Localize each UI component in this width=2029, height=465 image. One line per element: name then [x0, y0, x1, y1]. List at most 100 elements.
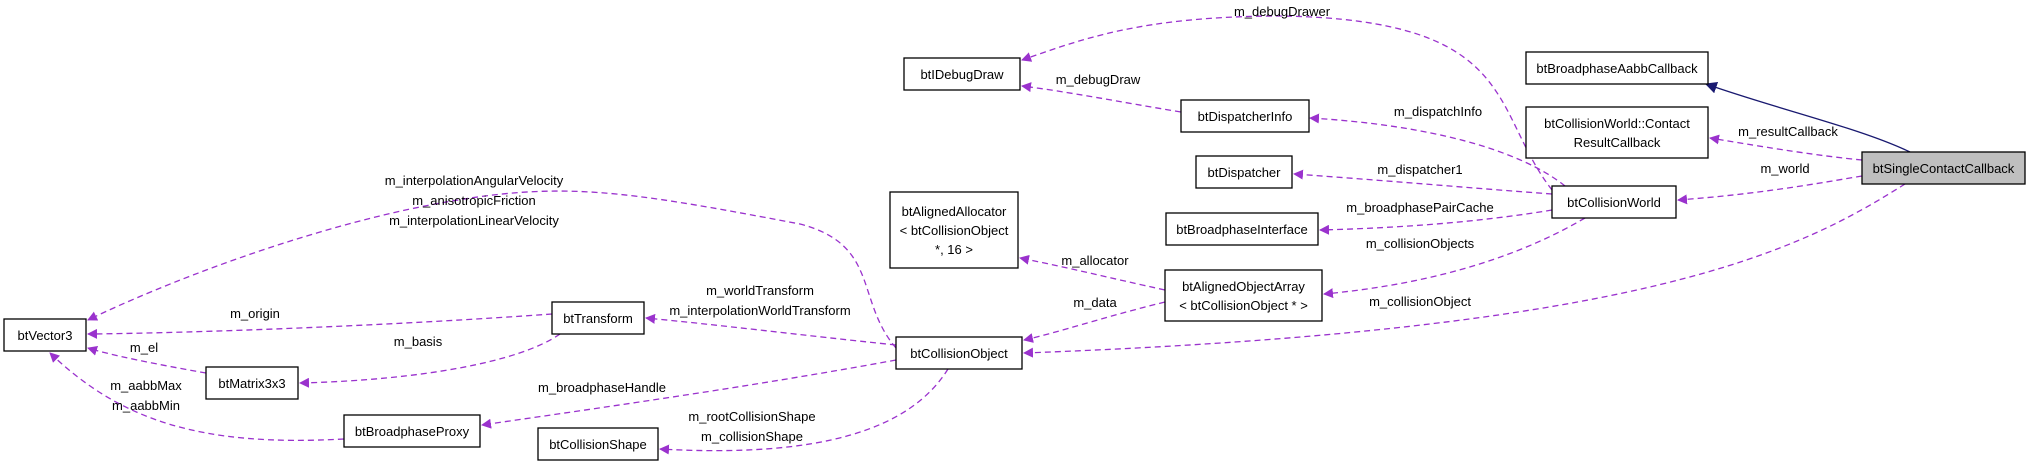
edge-result-callback	[1709, 134, 1863, 161]
edge-label-line: m_aabbMin	[112, 398, 180, 413]
edge-origin	[87, 313, 553, 339]
node-bt-dispatcher[interactable]: btDispatcher	[1195, 155, 1293, 189]
node-box	[1164, 269, 1323, 322]
edge-shape	[659, 368, 949, 455]
edge-label-origin: m_origin	[230, 306, 280, 321]
node-label: btBroadphaseProxy	[355, 424, 470, 439]
edge-label-line: m_origin	[230, 306, 280, 321]
node-box	[1195, 155, 1293, 189]
edge-collision-object	[1023, 183, 1906, 358]
edge-vectors	[87, 190, 897, 349]
edge-label-world: m_world	[1760, 161, 1809, 176]
nodes-layer: btSingleContactCallback btBroadphaseAabbC…	[3, 51, 2026, 461]
node-label: < btCollisionObject * >	[1179, 298, 1308, 313]
edge-label-broadphase-pair-cache: m_broadphasePairCache	[1346, 200, 1493, 215]
edge-label-line: m_worldTransform	[706, 283, 814, 298]
node-bt-broadphase-interface[interactable]: btBroadphaseInterface	[1165, 212, 1319, 246]
node-box	[1551, 185, 1677, 219]
node-label: ResultCallback	[1574, 135, 1661, 150]
node-label: btCollisionWorld::Contact	[1544, 116, 1690, 131]
node-box	[1165, 212, 1319, 246]
edge-dispatcher1	[1293, 169, 1553, 195]
node-box	[903, 57, 1021, 91]
edge-label-line: m_allocator	[1061, 253, 1129, 268]
node-bt-idebug-draw[interactable]: btIDebugDraw	[903, 57, 1021, 91]
edge-label-line: m_broadphaseHandle	[538, 380, 666, 395]
node-bt-aligned-object-array[interactable]: btAlignedObjectArray < btCollisionObject …	[1164, 269, 1323, 322]
edge-label-result-callback: m_resultCallback	[1738, 124, 1838, 139]
node-box	[895, 336, 1023, 370]
edge-label-line: m_debugDraw	[1056, 72, 1141, 87]
edge-label-line: m_world	[1760, 161, 1809, 176]
node-label: btSingleContactCallback	[1873, 161, 2015, 176]
edge-label-line: m_el	[130, 340, 158, 355]
node-bt-transform[interactable]: btTransform	[551, 301, 645, 335]
node-bt-broadphase-proxy[interactable]: btBroadphaseProxy	[343, 414, 481, 448]
node-box	[1861, 151, 2026, 185]
node-bt-single-contact-callback[interactable]: btSingleContactCallback	[1861, 151, 2026, 185]
node-label: btAlignedObjectArray	[1182, 279, 1305, 294]
edge-broadphase-handle	[481, 359, 897, 429]
node-label: *, 16 >	[935, 242, 973, 257]
edge-basis	[299, 333, 561, 388]
node-label: btDispatcherInfo	[1198, 109, 1293, 124]
node-bt-broadphase-aabb-callback[interactable]: btBroadphaseAabbCallback	[1525, 51, 1709, 85]
node-box	[343, 414, 481, 448]
edge-label-line: m_anisotropicFriction	[412, 193, 536, 208]
edge-collision-objects	[1323, 217, 1586, 299]
node-box	[537, 427, 659, 461]
node-box	[1525, 51, 1709, 85]
edge-label-line: m_collisionObjects	[1366, 236, 1475, 251]
node-label: btDispatcher	[1208, 165, 1282, 180]
edge-labels-layer: m_resultCallback m_world m_collisionObject…	[110, 4, 1838, 444]
edge-label-data: m_data	[1073, 295, 1117, 310]
edge-label-line: m_collisionObject	[1369, 294, 1471, 309]
edge-broadphase-pair-cache	[1319, 209, 1553, 235]
edge-label-line: m_interpolationLinearVelocity	[389, 213, 559, 228]
edge-label-line: m_dispatchInfo	[1394, 104, 1482, 119]
node-label: btMatrix3x3	[218, 376, 285, 391]
edge-inherit-aabbcallback	[1704, 81, 1911, 153]
edge-label-dispatcher1: m_dispatcher1	[1377, 162, 1462, 177]
node-bt-dispatcher-info[interactable]: btDispatcherInfo	[1180, 99, 1310, 133]
node-label: btCollisionObject	[910, 346, 1008, 361]
node-label: btAlignedAllocator	[902, 204, 1007, 219]
node-box	[1180, 99, 1310, 133]
node-label: btCollisionWorld	[1567, 195, 1661, 210]
node-box	[889, 191, 1019, 269]
edge-world	[1677, 175, 1863, 205]
edge-label-line: m_interpolationAngularVelocity	[385, 173, 564, 188]
edge-label-line: m_broadphasePairCache	[1346, 200, 1493, 215]
edge-label-debug-drawer: m_debugDrawer	[1234, 4, 1331, 19]
edges-layer	[49, 15, 1911, 455]
edge-label-basis: m_basis	[394, 334, 443, 349]
node-box	[205, 366, 299, 400]
node-bt-vector3[interactable]: btVector3	[3, 318, 87, 352]
node-bt-collision-object[interactable]: btCollisionObject	[895, 336, 1023, 370]
edge-label-allocator: m_allocator	[1061, 253, 1129, 268]
edge-debug-drawer	[1021, 15, 1553, 191]
edge-label-aabb: m_aabbMax m_aabbMin	[110, 378, 182, 413]
edge-label-line: m_dispatcher1	[1377, 162, 1462, 177]
edge-label-line: m_resultCallback	[1738, 124, 1838, 139]
node-bt-collision-world[interactable]: btCollisionWorld	[1551, 185, 1677, 219]
node-bt-aligned-allocator[interactable]: btAlignedAllocator< btCollisionObject*, …	[889, 191, 1019, 269]
node-bt-matrix3x3[interactable]: btMatrix3x3	[205, 366, 299, 400]
node-bt-collision-shape[interactable]: btCollisionShape	[537, 427, 659, 461]
edge-allocator	[1019, 254, 1166, 291]
node-box	[551, 301, 645, 335]
edge-label-line: m_aabbMax	[110, 378, 182, 393]
edge-label-line: m_basis	[394, 334, 443, 349]
edge-label-el: m_el	[130, 340, 158, 355]
edge-debug-draw	[1021, 82, 1182, 113]
edge-label-collision-objects: m_collisionObjects	[1366, 236, 1475, 251]
edge-label-world-transform: m_worldTransformm_interpolationWorldTran…	[669, 283, 850, 318]
node-label: btIDebugDraw	[920, 67, 1004, 82]
node-label: btBroadphaseAabbCallback	[1536, 61, 1698, 76]
edge-data	[1023, 301, 1166, 343]
edge-label-line: m_data	[1073, 295, 1117, 310]
node-label: btBroadphaseInterface	[1176, 222, 1308, 237]
